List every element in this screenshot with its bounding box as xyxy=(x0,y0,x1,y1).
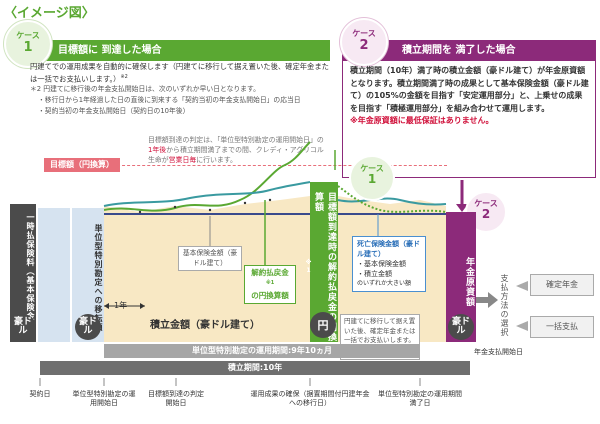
tick-judgment-start: 目標額到達の判定開始日 xyxy=(148,390,204,407)
growth-line-teal xyxy=(103,181,447,207)
tick-unit-start: 単位型特別勘定の運用開始日 xyxy=(72,390,136,407)
death-note: のいずれか大きい額 xyxy=(357,280,412,287)
aud-circle-3: 豪ドル xyxy=(448,314,474,340)
case2-body: 積立期間（10年）満了時の積立金額（豪ドル建て）が年金原資額となります。積立期間… xyxy=(350,65,590,128)
growth-line-case1 xyxy=(103,141,311,212)
case2-arrow-head xyxy=(456,204,468,212)
death-item-2: ・積立金額 xyxy=(357,270,392,278)
lump-arrow xyxy=(516,321,528,331)
aud-circle-1: 豪ドル xyxy=(10,314,36,340)
case1-marker-word: ケース xyxy=(360,164,384,173)
case1-badge-word: ケース xyxy=(16,31,40,40)
unit-period-bar: 単位型特別勘定の運用期間:9年10ヵ月 xyxy=(104,344,420,358)
conversion-bar-left xyxy=(38,208,70,342)
tick-unit-end: 単位型特別勘定の運用期間満了日 xyxy=(378,390,462,407)
judgment-note-text-1: 目標額到達の判定は、「単位型特別勘定の運用開始日」の xyxy=(148,136,324,144)
judgment-note-red-2: 営業日毎 xyxy=(168,156,197,164)
basic-amount-box: 基本保険金額（豪ドル建て） xyxy=(178,246,242,271)
case2-warning: ※年金原資額に最低保証はありません。 xyxy=(350,116,494,125)
case2-marker: ケース 2 xyxy=(466,199,506,221)
one-year-label: 1年 xyxy=(114,301,128,310)
death-item-1: ・基本保険金額 xyxy=(357,260,406,268)
judgment-note-text-2: から積立期間満了までの間、クレディ・アグリコル生命が xyxy=(148,146,324,164)
case1-badge: ケース 1 xyxy=(4,20,52,68)
case1-badge-number: 1 xyxy=(23,40,33,55)
yen-circle: 円 xyxy=(310,312,336,338)
growth-line-dotted xyxy=(337,185,447,213)
case1-body: 円建てでの運用成果を自動的に確保します（円建てに移行して据え置いた後、確定年金ま… xyxy=(30,61,330,117)
case2-text: 積立期間（10年）満了時の積立金額（豪ドル建て）が年金原資額となります。積立期間… xyxy=(350,66,589,113)
case1-note-2: ・契約当初の年金支払開始日（契約日の10年後） xyxy=(38,107,190,116)
case2-badge: ケース 2 xyxy=(340,18,388,66)
case2-marker-num: 2 xyxy=(481,207,491,221)
case2-heading: 積立期間を 満了した場合 xyxy=(342,40,596,61)
payout-method-label: 支払方法の選択 xyxy=(500,273,509,337)
yen-note-text: 円建てに移行して据え置いた後、確定年金または一括でお支払いします。 xyxy=(344,317,416,344)
tick-yen-transfer: 運用成果の確保（据置期間付円建年金への移行日） xyxy=(250,390,370,407)
surrender-value-text-2: の円換算額 xyxy=(251,290,289,300)
case1-marker-num: 1 xyxy=(367,172,377,186)
judgment-note-red-1: 1年後 xyxy=(148,146,167,154)
surrender-value-box: 解約払戻金 ※1 の円換算額 xyxy=(244,265,296,304)
judgment-note-text-3: に行います。 xyxy=(196,156,237,164)
fixed-pension-option: 確定年金 xyxy=(530,274,594,296)
case1-text: 円建てでの運用成果を自動的に確保します（円建てに移行して据え置いた後、確定年金ま… xyxy=(30,62,329,84)
case1-heading: 目標額に 到達した場合 xyxy=(30,40,330,61)
lump-sum-option: 一括支払 xyxy=(530,316,594,338)
surrender-value-text: 解約払戻金 xyxy=(251,268,289,277)
target-reached-text: 目標額到達時の解約払戻金の円換算額 xyxy=(313,192,336,342)
death-benefit-title: 死亡保険金額（豪ドル建て） xyxy=(357,240,420,258)
case1-text-sup: ※2 xyxy=(120,74,128,80)
case1-note-head: ＊2 円建てに移行後の年金支払開始日は、次のいずれか早い日となります。 xyxy=(30,85,260,94)
judgment-note: 目標額到達の判定は、「単位型特別勘定の運用開始日」の 1年後から積立期間満了までの… xyxy=(148,135,326,165)
page-title: 〈イメージ図〉 xyxy=(4,6,95,21)
target-amount-label: 目標額（円換算） xyxy=(44,158,120,172)
accumulation-label: 積立金額（豪ドル建て） xyxy=(150,320,260,331)
fixed-arrow xyxy=(516,281,528,291)
timeline-ticks xyxy=(39,378,421,386)
one-year-arrow-left xyxy=(104,303,109,309)
payout-arrow-head xyxy=(488,292,498,308)
one-year-arrow-right xyxy=(140,303,145,309)
aud-circle-2: 豪ドル xyxy=(75,314,101,340)
surrender-value-sup: ※1 xyxy=(265,280,275,286)
case2-badge-word: ケース xyxy=(352,29,376,38)
target-reached-sup: ※1 xyxy=(305,259,312,275)
case1-marker-circle xyxy=(349,155,395,201)
case2-badge-number: 2 xyxy=(359,38,369,53)
accumulation-period-bar: 積立期間:10年 xyxy=(40,361,470,375)
growth-dots xyxy=(138,198,272,214)
death-benefit-box: 死亡保険金額（豪ドル建て） ・基本保険金額 ・積立金額 のいずれか大きい額 xyxy=(352,236,426,292)
pension-start-date-label: 年金支払開始日 xyxy=(474,348,523,356)
tick-contract-date: 契約日 xyxy=(29,390,51,398)
case1-note-1: ・移行日から1年経過した日の直後に到来する「契約当初の年金支払開始日」の応当日 xyxy=(38,96,301,105)
target-amount-line xyxy=(112,165,447,166)
case2-marker-word: ケース xyxy=(474,199,498,208)
case1-marker: ケース 1 xyxy=(352,164,392,186)
